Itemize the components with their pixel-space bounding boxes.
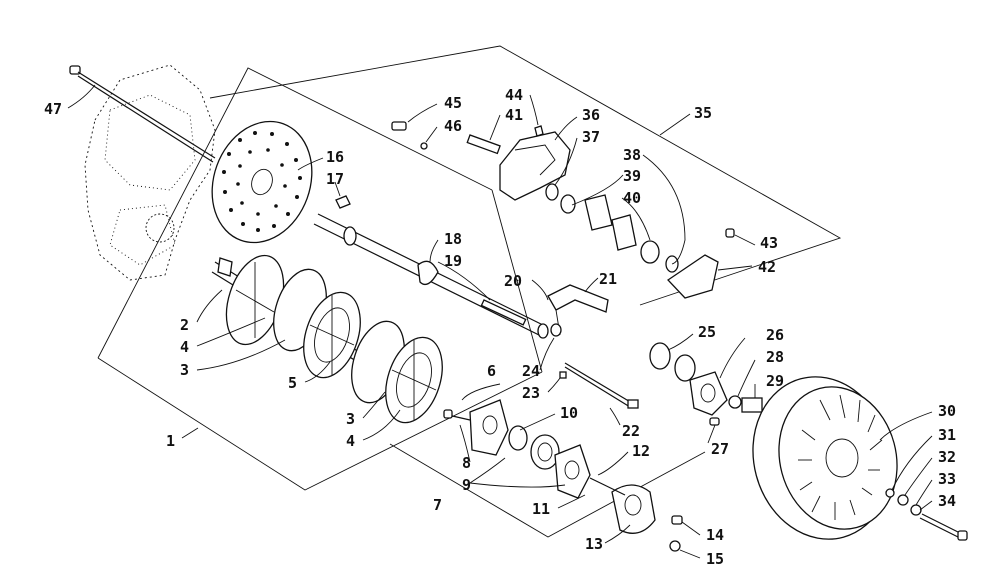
label-36: 36	[582, 106, 600, 124]
label-26: 26	[766, 326, 784, 344]
label-8: 8	[462, 454, 471, 472]
label-4-lower: 4	[346, 432, 355, 450]
brake-disc-16	[211, 120, 313, 244]
label-31: 31	[938, 426, 956, 444]
label-6: 6	[487, 362, 496, 380]
bolt-47	[69, 65, 216, 163]
washer-24	[550, 323, 562, 337]
key-17	[335, 195, 351, 209]
bearing-group-25-29	[649, 342, 763, 426]
label-3-lower: 3	[346, 410, 355, 428]
engine-block	[84, 64, 216, 281]
driven-clutch	[752, 376, 968, 541]
label-18: 18	[444, 230, 462, 248]
callout-labels: 47 2 4 3 5 3 4 1 16 17 18 19 20 21 24 23…	[44, 86, 956, 568]
label-38: 38	[623, 146, 641, 164]
label-42: 42	[758, 258, 776, 276]
label-32: 32	[938, 448, 956, 466]
label-23: 23	[522, 384, 540, 402]
label-21: 21	[599, 270, 617, 288]
drive-sprockets	[211, 254, 443, 424]
label-24: 24	[522, 362, 540, 380]
label-15: 15	[706, 550, 724, 568]
group-outlines	[97, 45, 842, 538]
leader-lines	[67, 84, 933, 559]
label-20: 20	[504, 272, 522, 290]
label-35: 35	[694, 104, 712, 122]
label-46: 46	[444, 117, 462, 135]
label-29: 29	[766, 372, 784, 390]
label-39: 39	[623, 167, 641, 185]
label-1: 1	[166, 432, 175, 450]
label-12: 12	[632, 442, 650, 460]
label-10: 10	[560, 404, 578, 422]
label-41: 41	[505, 106, 523, 124]
label-43: 43	[760, 234, 778, 252]
label-7: 7	[433, 496, 442, 514]
label-13: 13	[585, 535, 603, 553]
label-19: 19	[444, 252, 462, 270]
label-27: 27	[711, 440, 729, 458]
label-16: 16	[326, 148, 344, 166]
label-14: 14	[706, 526, 724, 544]
keys-19-20	[480, 299, 527, 326]
drive-shaft-18	[313, 213, 549, 339]
brake-caliper-group	[391, 121, 735, 299]
label-3: 3	[180, 361, 189, 379]
label-47: 47	[44, 100, 62, 118]
label-28: 28	[766, 348, 784, 366]
label-30: 30	[938, 402, 956, 420]
label-17: 17	[326, 170, 344, 188]
label-2: 2	[180, 316, 189, 334]
rod-22	[564, 362, 639, 409]
label-40: 40	[623, 189, 641, 207]
label-37: 37	[582, 128, 600, 146]
fitting-23	[559, 371, 567, 379]
label-22: 22	[622, 422, 640, 440]
label-44: 44	[505, 86, 523, 104]
bearing-cap-13	[589, 477, 683, 552]
label-4: 4	[180, 338, 189, 356]
label-9: 9	[462, 476, 471, 494]
label-34: 34	[938, 492, 956, 510]
label-45: 45	[444, 94, 462, 112]
label-25: 25	[698, 323, 716, 341]
label-5: 5	[288, 374, 297, 392]
label-33: 33	[938, 470, 956, 488]
label-11: 11	[532, 500, 550, 518]
